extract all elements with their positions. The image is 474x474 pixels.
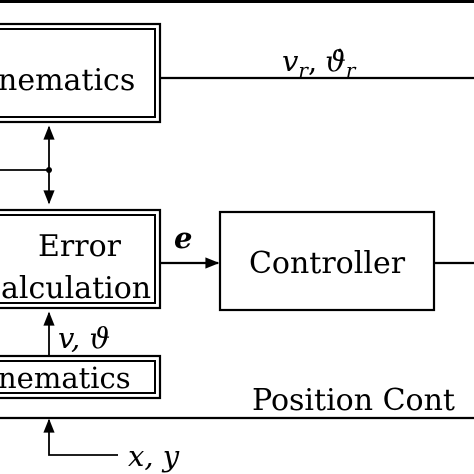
position-label: x, y (128, 439, 180, 473)
error-signal-label: e (174, 221, 192, 255)
error-calculation-block: Error alculation (0, 208, 162, 310)
error-label-line2: alculation (1, 271, 151, 306)
kinematics-top-block: nematics (0, 22, 162, 124)
kinematics-bottom-label: nematics (0, 361, 131, 395)
feedback-label: v, ϑ (58, 321, 110, 355)
controller-label: Controller (249, 246, 406, 281)
position-input-arrow (43, 418, 118, 456)
kinematics-bottom-block: nematics (0, 354, 162, 400)
error-label-line1: Error (38, 229, 122, 264)
junction-dot (46, 167, 52, 173)
reference-signal-label: vr,ϑ̇r (282, 44, 357, 82)
controller-block: Controller (218, 210, 436, 312)
kinematics-top-label: nematics (0, 63, 135, 98)
region-label: Position Cont (252, 383, 455, 418)
